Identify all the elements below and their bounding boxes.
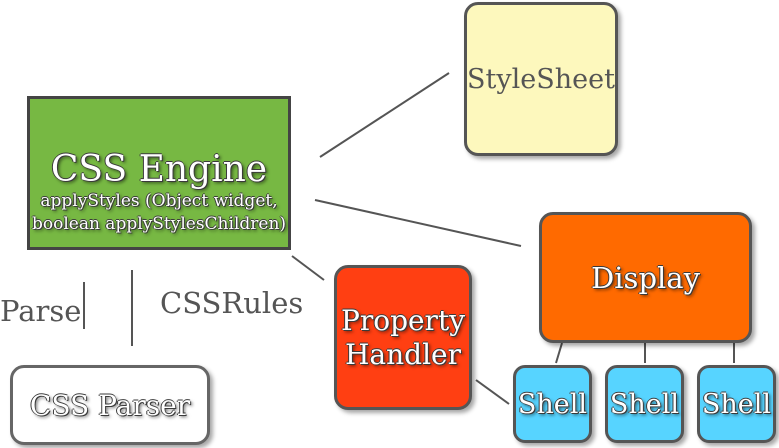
css-engine-method-line1: applyStyles (Object widget, (40, 191, 278, 211)
parse-edge-label: Parse (0, 294, 82, 328)
property-handler-line1: Property (340, 303, 466, 337)
engine-to-stylesheet-line (319, 72, 450, 158)
shell-label-3: Shell (701, 388, 772, 420)
display-to-shell1-line (555, 342, 563, 364)
stylesheet-box: StyleSheet (464, 2, 618, 156)
property-handler-line2: Handler (345, 337, 461, 371)
property-handler-box: Property Handler (334, 265, 472, 410)
engine-to-handler-line (291, 255, 325, 281)
shell-box-2: Shell (605, 365, 684, 443)
stylesheet-label: StyleSheet (467, 63, 615, 95)
css-engine-title: CSS Engine (50, 149, 268, 190)
engine-to-display-line (314, 199, 522, 247)
css-engine-method-line2: boolean applyStylesChildren) (31, 214, 287, 234)
shell-label-2: Shell (609, 388, 680, 420)
css-engine-box: CSS Engine applyStyles (Object widget, b… (27, 96, 291, 250)
css-parser-label: CSS Parser (29, 388, 191, 422)
shell-label-1: Shell (517, 388, 588, 420)
handler-to-shell-line (475, 379, 510, 405)
cssrules-edge-label: CSSRules (160, 286, 304, 320)
display-label: Display (591, 260, 700, 295)
css-parser-box: CSS Parser (10, 365, 210, 445)
shell-box-3: Shell (697, 365, 776, 443)
display-box: Display (539, 212, 752, 343)
shell-box-1: Shell (513, 365, 592, 443)
